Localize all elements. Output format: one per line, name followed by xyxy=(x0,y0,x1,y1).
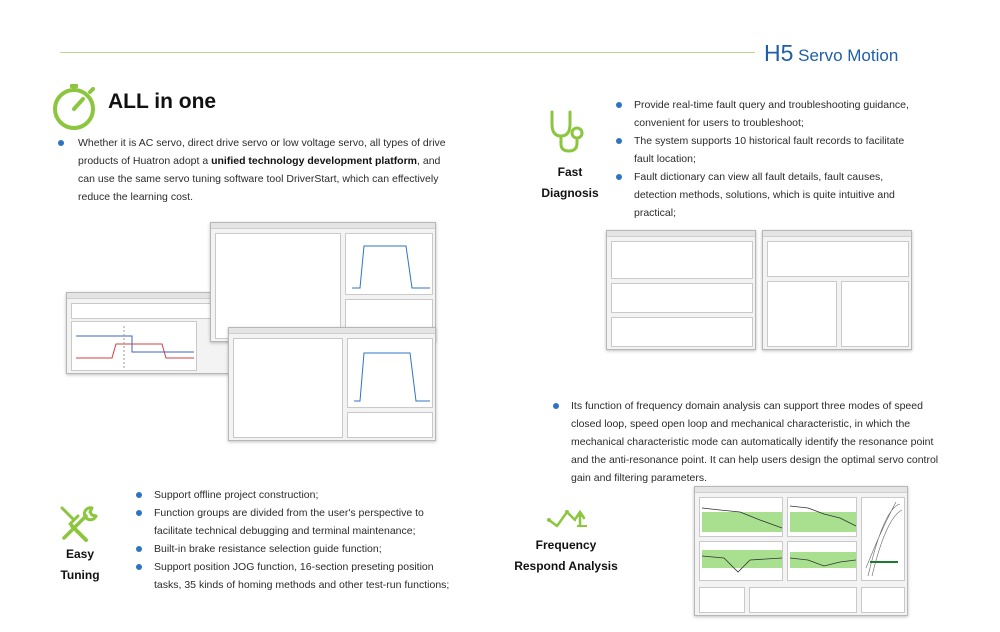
software-screenshot-fault-query xyxy=(606,230,756,350)
list-item: Built-in brake resistance selection guid… xyxy=(136,540,462,558)
easy-tuning-label: Easy Tuning xyxy=(44,544,116,586)
stethoscope-icon xyxy=(550,110,584,153)
frequency-label: Frequency Respond Analysis xyxy=(510,535,622,577)
bullet-dot xyxy=(58,140,64,146)
list-item: Support offline project construction; xyxy=(136,486,462,504)
frequency-text: Its function of frequency domain analysi… xyxy=(571,400,939,484)
section-heading-all-in-one: ALL in one xyxy=(108,90,217,113)
list-item: Provide real-time fault query and troubl… xyxy=(616,96,926,132)
fast-diagnosis-label: Fast Diagnosis xyxy=(530,162,610,204)
software-screenshot-timing xyxy=(66,292,230,374)
easy-tuning-label-line1: Easy xyxy=(65,547,95,561)
software-screenshot-multi-position xyxy=(210,222,436,342)
fast-diagnosis-label-line2: Diagnosis xyxy=(541,186,599,200)
software-screenshot-fault-history xyxy=(762,230,912,350)
frequency-label-line2: Respond Analysis xyxy=(514,559,618,573)
easy-tuning-list: Support offline project construction; Fu… xyxy=(136,486,462,594)
software-screenshot-frequency-analysis xyxy=(694,486,908,616)
all-in-one-text-start: Whether it is AC servo, direct drive ser… xyxy=(78,137,446,167)
stopwatch-icon xyxy=(53,84,95,130)
software-screenshot-position-jog xyxy=(228,327,436,441)
bullet-dot xyxy=(553,403,559,409)
list-item: Support position JOG function, 16-sectio… xyxy=(136,558,462,594)
frequency-label-line1: Frequency xyxy=(535,538,597,552)
list-item: Fault dictionary can view all fault deta… xyxy=(616,168,926,222)
list-item: Function groups are divided from the use… xyxy=(136,504,462,540)
frequency-paragraph: Its function of frequency domain analysi… xyxy=(553,397,947,487)
all-in-one-text-bold: unified technology development platform xyxy=(211,155,418,167)
easy-tuning-label-line2: Tuning xyxy=(60,568,100,582)
fast-diagnosis-label-line1: Fast xyxy=(557,165,583,179)
list-item: The system supports 10 historical fault … xyxy=(616,132,926,168)
fast-diagnosis-list: Provide real-time fault query and troubl… xyxy=(616,96,926,222)
all-in-one-text-end: , and can use the same servo tuning soft… xyxy=(78,155,441,203)
title-subtitle: Servo Motion xyxy=(793,46,899,65)
tools-icon xyxy=(60,506,98,542)
page-title: H5 Servo Motion xyxy=(764,40,898,67)
title-model: H5 xyxy=(764,40,794,66)
frequency-check-icon xyxy=(547,509,587,528)
header-divider xyxy=(60,52,755,53)
all-in-one-paragraph: Whether it is AC servo, direct drive ser… xyxy=(58,134,450,206)
